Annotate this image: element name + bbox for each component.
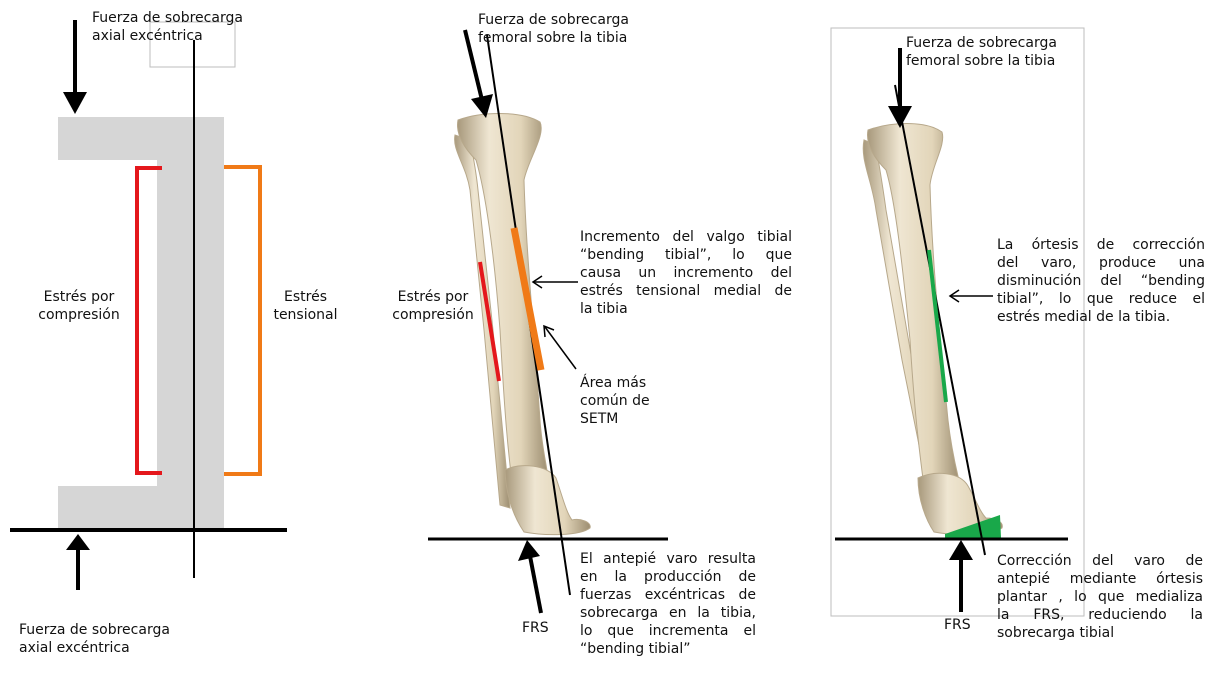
label-line: común de <box>580 392 650 410</box>
label-line: la tibia <box>580 300 792 318</box>
tibia-illustration-2 <box>863 124 1002 535</box>
label-line: estrés tensional medial de <box>580 282 792 300</box>
label-line: compresión <box>382 306 484 324</box>
frs-label: FRS <box>944 616 971 634</box>
up-arrow-icon <box>949 540 973 612</box>
down-arrow-icon <box>63 20 87 114</box>
label-line: Estrés por <box>382 288 484 306</box>
forefoot-annotation: El antepié varo resulta en la producción… <box>580 550 756 658</box>
bottom-force-label: Fuerza de sobrecarga axial excéntrica <box>19 621 170 657</box>
label-line: La órtesis de corrección <box>997 236 1205 254</box>
label-line: estrés medial de la tibia. <box>997 308 1205 326</box>
label-line: tensional <box>263 306 348 324</box>
top-force-label: Fuerza de sobrecarga femoral sobre la ti… <box>478 11 629 47</box>
correction-annotation: Corrección del varo de antepié mediante … <box>997 552 1203 642</box>
label-line: Fuerza de sobrecarga <box>92 9 243 27</box>
label-line: femoral sobre la tibia <box>478 29 629 47</box>
label-line: Área más <box>580 374 650 392</box>
label-line: axial excéntrica <box>19 639 170 657</box>
up-arrow-icon <box>518 540 541 613</box>
up-arrow-icon <box>66 534 90 590</box>
tension-label: Estrés tensional <box>263 288 348 324</box>
top-force-label: Fuerza de sobrecarga femoral sobre la ti… <box>906 34 1057 70</box>
label-line: Incremento del valgo tibial <box>580 228 792 246</box>
label-line: femoral sobre la tibia <box>906 52 1057 70</box>
label-line: lo que incrementa el <box>580 622 756 640</box>
pointer-arrow-icon <box>544 326 576 369</box>
label-line: fuerzas excéntricas de <box>580 586 756 604</box>
label-line: causa un incremento del <box>580 264 792 282</box>
compression-label: Estrés por compresión <box>382 288 484 324</box>
label-line: “bending tibial” <box>580 640 756 658</box>
orthosis-annotation: La órtesis de corrección del varo, produ… <box>997 236 1205 326</box>
label-line: SETM <box>580 410 650 428</box>
pointer-arrow-icon <box>950 290 993 302</box>
label-line: FRS <box>522 619 549 637</box>
label-line: plantar , lo que medializa <box>997 588 1203 606</box>
label-line: Fuerza de sobrecarga <box>478 11 629 29</box>
label-line: del varo, produce una <box>997 254 1205 272</box>
valgus-annotation: Incremento del valgo tibial “bending tib… <box>580 228 792 318</box>
label-line: Corrección del varo de <box>997 552 1203 570</box>
label-line: FRS <box>944 616 971 634</box>
label-line: sobrecarga tibial <box>997 624 1203 642</box>
label-line: tibial”, lo que reduce el <box>997 290 1205 308</box>
label-line: Fuerza de sobrecarga <box>906 34 1057 52</box>
label-line: axial excéntrica <box>92 27 243 45</box>
label-line: sobrecarga en la tibia, <box>580 604 756 622</box>
label-line: disminución del “bending <box>997 272 1205 290</box>
top-force-label: Fuerza de sobrecarga axial excéntrica <box>92 9 243 45</box>
tension-bracket <box>224 167 260 474</box>
label-line: El antepié varo resulta <box>580 550 756 568</box>
compression-label: Estrés por compresión <box>28 288 130 324</box>
foot-bones <box>505 466 590 535</box>
frs-label: FRS <box>522 619 549 637</box>
pointer-arrow-icon <box>533 276 578 288</box>
label-line: compresión <box>28 306 130 324</box>
label-line: antepié mediante órtesis <box>997 570 1203 588</box>
label-line: “bending tibial”, lo que <box>580 246 792 264</box>
label-line: la FRS, reduciendo la <box>997 606 1203 624</box>
label-line: Estrés <box>263 288 348 306</box>
label-line: en la producción de <box>580 568 756 586</box>
label-line: Estrés por <box>28 288 130 306</box>
label-line: Fuerza de sobrecarga <box>19 621 170 639</box>
tibia-illustration-1 <box>455 114 591 535</box>
area-annotation: Área más común de SETM <box>580 374 650 428</box>
